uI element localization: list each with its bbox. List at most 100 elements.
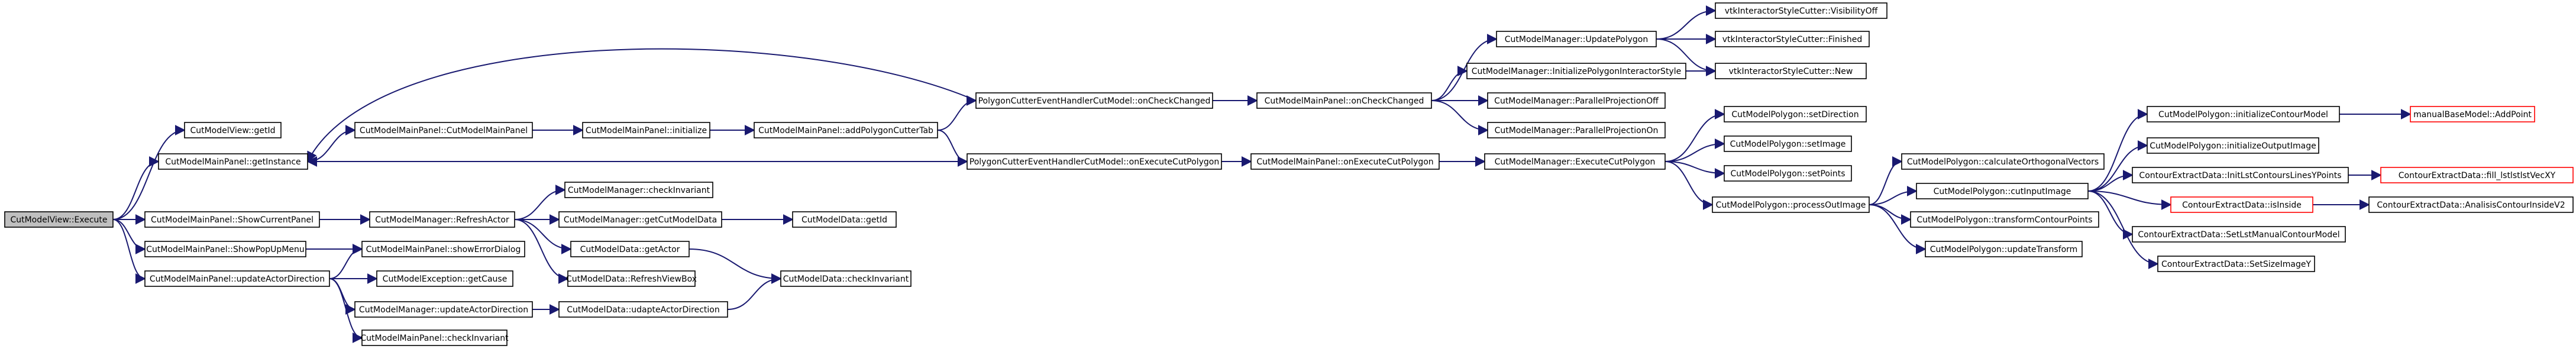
node-box [144, 270, 330, 287]
graph-node-n25[interactable]: CutModelPolygon::calculateOrthogonalVect… [1901, 153, 2105, 170]
graph-node-n41[interactable]: CutModelManager::getCutModelData [558, 211, 722, 228]
graph-node-n45[interactable]: CutModelData::checkInvariant [780, 270, 912, 287]
graph-node-n48[interactable]: CutModelData::udapteActorDirection [558, 301, 728, 318]
node-label: CutModelMainPanel::showErrorDialog [366, 245, 521, 254]
graph-node-n1[interactable]: CutModelView::getId [184, 122, 282, 138]
node-box [1250, 153, 1440, 170]
node-label: CutModelPolygon::initializeOutputImage [2150, 141, 2316, 151]
graph-node-n21[interactable]: CutModelPolygon::setDirection [1724, 106, 1867, 122]
graph-node-n11[interactable]: CutModelMainPanel::onCheckChanged [1256, 92, 1432, 109]
node-label: PolygonCutterEventHandlerCutModel::onExe… [969, 157, 1219, 167]
graph-node-n44[interactable]: CutModelData::getId [792, 211, 897, 228]
node-box [144, 241, 306, 257]
node-box [158, 153, 308, 170]
node-label: CutModelManager::checkInvariant [568, 186, 710, 195]
edge-n0-n4 [112, 219, 146, 254]
node-box [1724, 165, 1852, 182]
edge-n26-n32 [2087, 190, 2172, 210]
graph-node-n24[interactable]: CutModelPolygon::processOutImage [1712, 196, 1870, 213]
node-box [1715, 2, 1887, 19]
graph-node-n40[interactable]: CutModelManager::checkInvariant [564, 182, 713, 198]
graph-node-n33[interactable]: ContourExtractData::SetLstManualContourM… [2132, 226, 2346, 243]
graph-node-n47[interactable]: CutModelManager::updateActorDirection [354, 301, 533, 318]
node-label: CutModelManager::ExecuteCutPolygon [1495, 157, 1656, 167]
edge-n38-n40 [514, 185, 566, 220]
edge-n17-n24 [1664, 161, 1714, 210]
node-label: CutModelView::Execute [10, 215, 107, 225]
edge-n24-n25 [1869, 156, 1903, 205]
node-label: CutModelData::getActor [580, 245, 680, 254]
graph-node-n49[interactable]: CutModelMainPanel::checkInvariant [360, 330, 509, 346]
edge-n26-n30 [2087, 140, 2148, 192]
node-box [967, 153, 1222, 170]
graph-node-n20[interactable]: vtkInteractorStyleCutter::New [1715, 63, 1867, 79]
node-label: CutModelData::udapteActorDirection [567, 305, 719, 315]
node-label: ContourExtractData::AnalisisContourInsid… [2377, 201, 2565, 210]
edge-n9-n2 [307, 48, 977, 163]
graph-node-n32[interactable]: ContourExtractData::isInside [2170, 196, 2313, 213]
node-label: CutModelPolygon::cutInputImage [1934, 187, 2071, 196]
graph-node-n3[interactable]: CutModelMainPanel::ShowCurrentPanel [144, 211, 320, 228]
node-box [369, 211, 515, 228]
graph-node-n8[interactable]: CutModelMainPanel::addPolygonCutterTab [754, 122, 938, 138]
node-label: CutModelMainPanel::updateActorDirection [150, 275, 325, 284]
edge-n24-n28 [1869, 204, 1927, 254]
graph-node-n18[interactable]: vtkInteractorStyleCutter::VisibilityOff [1715, 2, 1887, 19]
node-box [1712, 196, 1870, 213]
edge-n0-n1 [112, 125, 186, 220]
node-label: ContourExtractData::InitLstContoursLines… [2139, 171, 2341, 180]
graph-node-n23[interactable]: CutModelPolygon::setPoints [1724, 165, 1852, 182]
node-label: ContourExtractData::SetLstManualContourM… [2138, 230, 2339, 240]
node-box [1724, 135, 1852, 152]
edge-n48-n45 [727, 273, 782, 310]
graph-node-n38[interactable]: CutModelManager::RefreshActor [369, 211, 515, 228]
node-box [570, 241, 690, 257]
node-label: CutModelException::getCause [383, 275, 508, 284]
graph-node-n22[interactable]: CutModelPolygon::setImage [1724, 135, 1852, 152]
graph-node-n42[interactable]: CutModelData::getActor [570, 241, 690, 257]
edge-n5-n49 [329, 278, 363, 343]
graph-node-n34[interactable]: ContourExtractData::SetSizeImageY [2157, 256, 2315, 272]
node-box [144, 211, 320, 228]
node-box [792, 211, 897, 228]
graph-node-n46[interactable]: CutModelException::getCause [376, 270, 513, 287]
node-box [564, 182, 713, 198]
edge-n8-n10 [937, 130, 968, 167]
node-label: CutModelData::getId [801, 215, 887, 225]
node-box [2368, 196, 2574, 213]
graph-node-n31[interactable]: ContourExtractData::InitLstContoursLines… [2132, 167, 2349, 183]
graph-node-n17[interactable]: CutModelManager::ExecuteCutPolygon [1484, 153, 1666, 170]
graph-node-n27[interactable]: CutModelPolygon::transformContourPoints [1910, 211, 2099, 228]
graph-node-n5[interactable]: CutModelMainPanel::updateActorDirection [144, 270, 330, 287]
graph-node-n12[interactable]: CutModelMainPanel::onExecuteCutPolygon [1250, 153, 1440, 170]
graph-node-n2[interactable]: CutModelMainPanel::getInstance [158, 153, 308, 170]
graph-node-n16[interactable]: CutModelManager::ParallelProjectionOn [1487, 122, 1666, 138]
node-label: vtkInteractorStyleCutter::New [1729, 67, 1853, 76]
graph-node-n15[interactable]: CutModelManager::ParallelProjectionOff [1487, 92, 1666, 109]
graph-node-n30[interactable]: CutModelPolygon::initializeOutputImage [2147, 137, 2319, 154]
graph-node-n19[interactable]: vtkInteractorStyleCutter::Finished [1715, 31, 1870, 47]
graph-node-n29[interactable]: CutModelPolygon::initializeContourModel [2147, 106, 2340, 122]
node-box [361, 330, 508, 346]
edge-n5-n47 [329, 278, 356, 315]
graph-node-n28[interactable]: CutModelPolygon::updateTransform [1925, 241, 2083, 257]
graph-node-n36[interactable]: ContourExtractData::fill_lstlstlstVecXY [2380, 167, 2574, 183]
node-label: CutModelPolygon::updateTransform [1930, 245, 2078, 254]
node-label: CutModelPolygon::setDirection [1731, 110, 1859, 120]
graph-node-n0[interactable]: CutModelView::Execute [4, 211, 114, 228]
graph-node-n37[interactable]: ContourExtractData::AnalisisContourInsid… [2368, 196, 2574, 213]
graph-node-n10[interactable]: PolygonCutterEventHandlerCutModel::onExe… [967, 153, 1222, 170]
graph-node-n39[interactable]: CutModelMainPanel::showErrorDialog [361, 241, 525, 257]
node-box [2147, 137, 2319, 154]
graph-node-n9[interactable]: PolygonCutterEventHandlerCutModel::onChe… [975, 92, 1213, 109]
node-label: CutModelManager::RefreshActor [375, 215, 509, 225]
graph-node-n4[interactable]: CutModelMainPanel::ShowPopUpMenu [144, 241, 306, 257]
graph-node-n7[interactable]: CutModelMainPanel::initialize [582, 122, 710, 138]
graph-node-n13[interactable]: CutModelManager::UpdatePolygon [1496, 31, 1657, 47]
graph-node-n14[interactable]: CutModelManager::InitializePolygonIntera… [1466, 63, 1686, 79]
node-box [582, 122, 710, 138]
graph-node-n26[interactable]: CutModelPolygon::cutInputImage [1916, 183, 2089, 199]
graph-node-n35[interactable]: manualBaseModel::AddPoint [2410, 106, 2535, 122]
graph-node-n6[interactable]: CutModelMainPanel::CutModelMainPanel [354, 122, 533, 138]
graph-node-n43[interactable]: CutModelData::RefreshViewBox [566, 270, 697, 287]
